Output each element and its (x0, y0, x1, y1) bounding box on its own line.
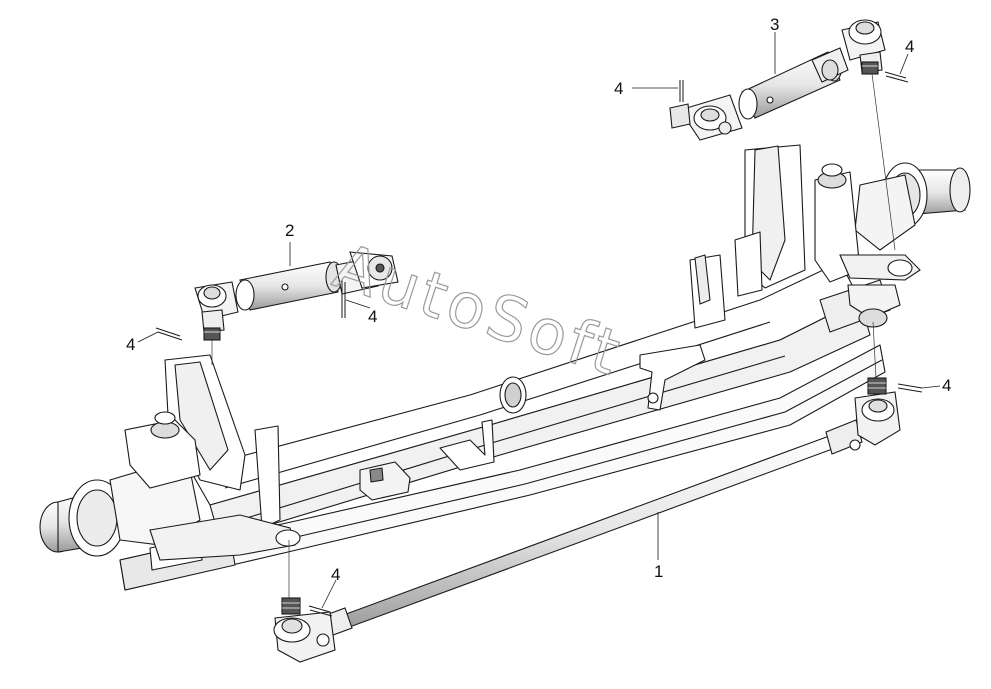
tie-rod-assembly (273, 377, 901, 663)
callout-4-top-left: 4 (614, 79, 623, 98)
leader-lines (137, 32, 941, 609)
callout-4-middle: 4 (368, 307, 377, 326)
callout-4-left: 4 (126, 335, 135, 354)
callout-3: 3 (770, 15, 779, 34)
steering-cylinder-right (669, 19, 896, 251)
watermark-text: AutoSoft (326, 229, 632, 391)
callout-1: 1 (654, 562, 663, 581)
steering-cylinder-left (194, 251, 399, 365)
right-steering-knuckle (814, 162, 971, 328)
callout-4-bottom: 4 (331, 565, 340, 584)
left-steering-knuckle (39, 411, 301, 561)
callout-4-top-right: 4 (905, 37, 914, 56)
callout-labels: 1 2 3 4 4 4 4 4 4 (126, 15, 951, 584)
callout-4-right: 4 (942, 376, 951, 395)
tie-rod-centerlines (288, 321, 877, 598)
cotter-pins (155, 71, 923, 617)
axle-beam (119, 144, 891, 591)
callout-2: 2 (285, 221, 294, 240)
